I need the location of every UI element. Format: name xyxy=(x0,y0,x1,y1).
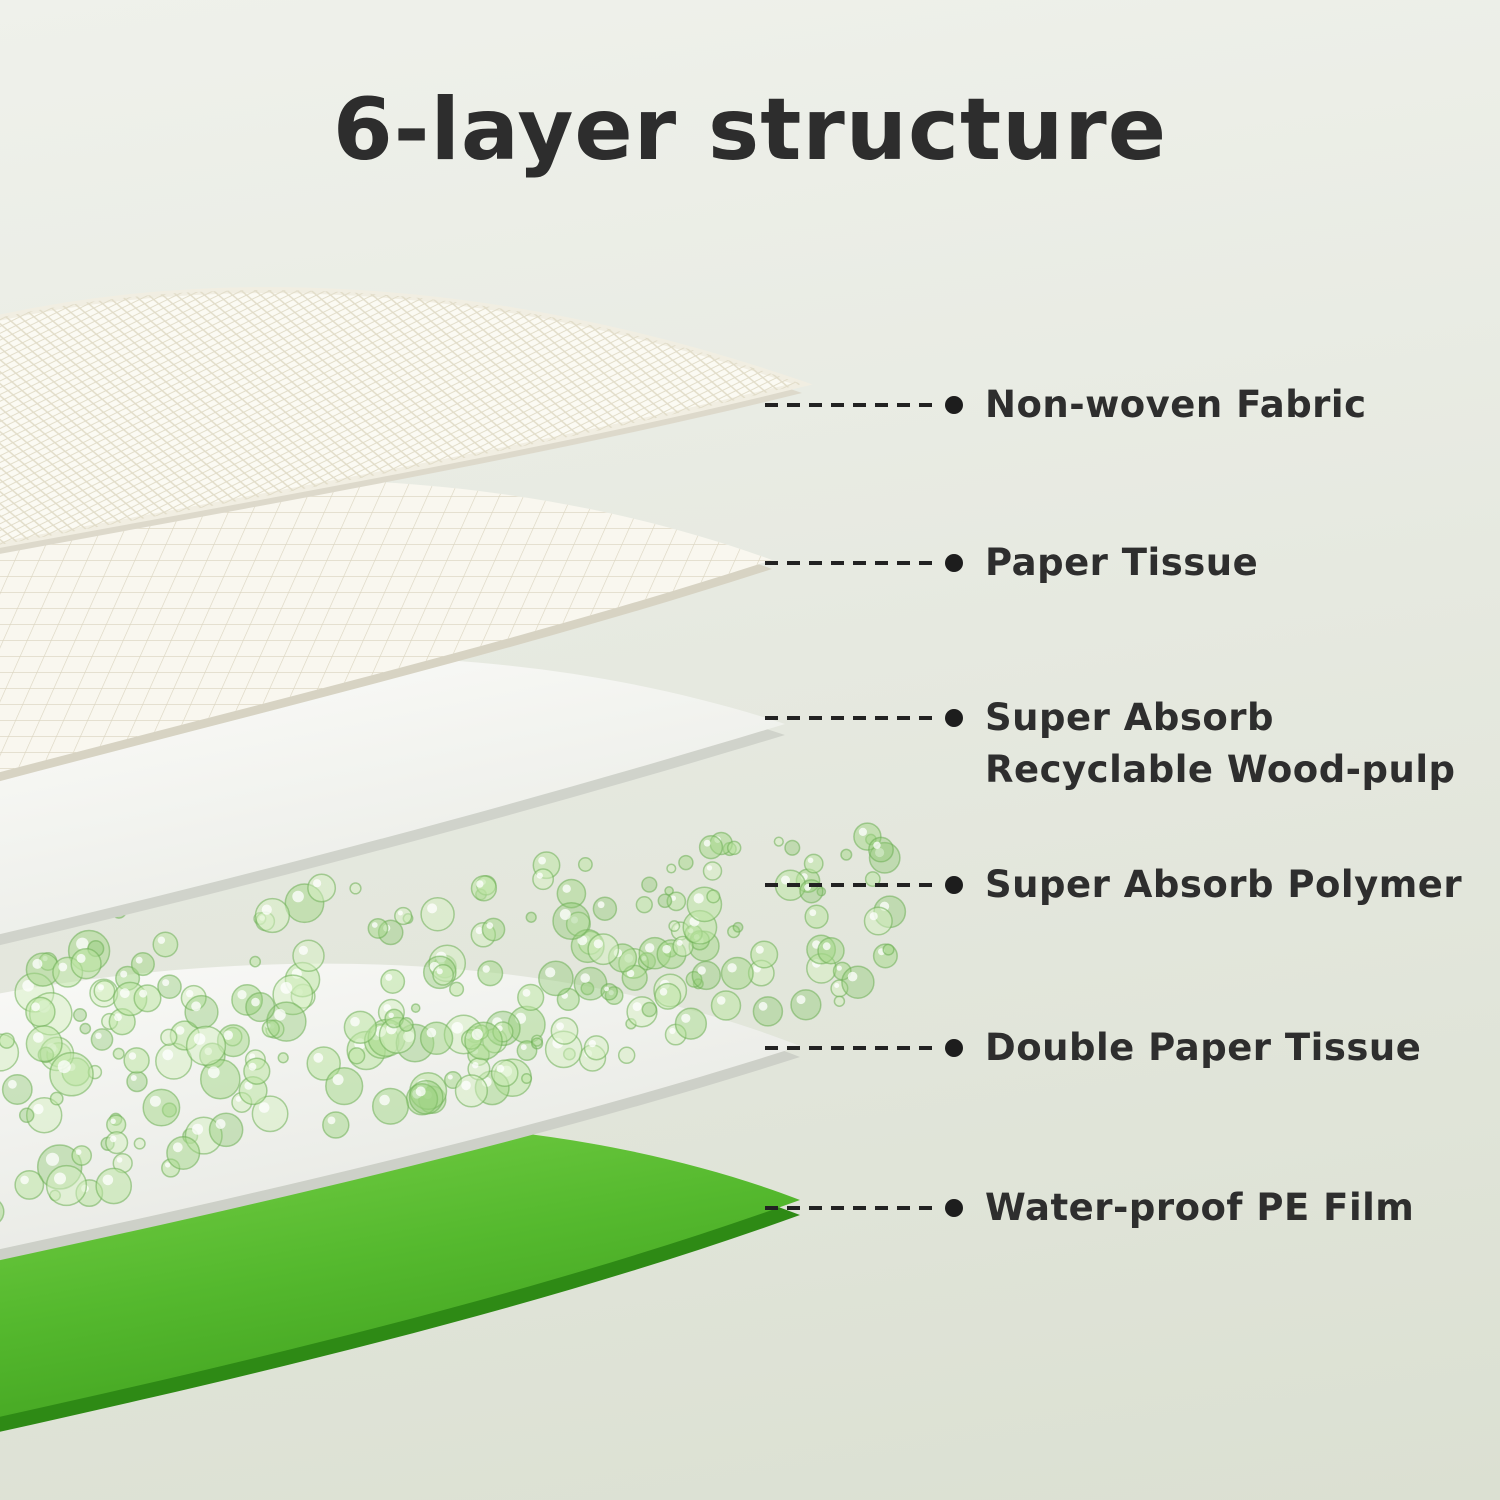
layer-label: Double Paper Tissue xyxy=(985,1026,1422,1069)
layer-super-absorb-polymer xyxy=(0,822,907,1223)
layer-non-woven-fabric xyxy=(0,287,813,554)
callout-paper-tissue: Paper Tissue xyxy=(765,537,1258,589)
leader-dot-icon xyxy=(945,709,963,727)
leader-line xyxy=(765,716,933,720)
layer-paper-tissue xyxy=(0,479,772,782)
layer-label: Paper Tissue xyxy=(985,541,1259,584)
leader-dot-icon xyxy=(945,876,963,894)
layer-label: Super Absorb Recyclable Wood-pulp xyxy=(985,696,1456,791)
layer-label: Non-woven Fabric xyxy=(985,383,1367,426)
leader-line xyxy=(765,1046,933,1050)
leader-dot-icon xyxy=(945,554,963,572)
callout-non-woven-fabric: Non-woven Fabric xyxy=(765,379,1367,431)
layer-diagram xyxy=(0,287,907,1432)
leader-dot-icon xyxy=(945,1199,963,1217)
layer-label: Super Absorb Polymer xyxy=(985,863,1463,906)
callout-water-proof-pe-film: Water-proof PE Film xyxy=(765,1182,1414,1234)
callout-super-absorb-polymer: Super Absorb Polymer xyxy=(765,859,1462,911)
leader-line xyxy=(765,883,933,887)
leader-line xyxy=(765,1206,933,1210)
leader-dot-icon xyxy=(945,396,963,414)
callout-double-paper-tissue: Double Paper Tissue xyxy=(765,1022,1421,1074)
leader-dot-icon xyxy=(945,1039,963,1057)
page-title: 6-layer structure xyxy=(332,80,1168,180)
callout-super-absorb-wood-pulp: Super Absorb Recyclable Wood-pulp xyxy=(765,692,1456,796)
leader-line xyxy=(765,561,933,565)
leader-line xyxy=(765,403,933,407)
layer-label: Water-proof PE Film xyxy=(985,1186,1415,1229)
